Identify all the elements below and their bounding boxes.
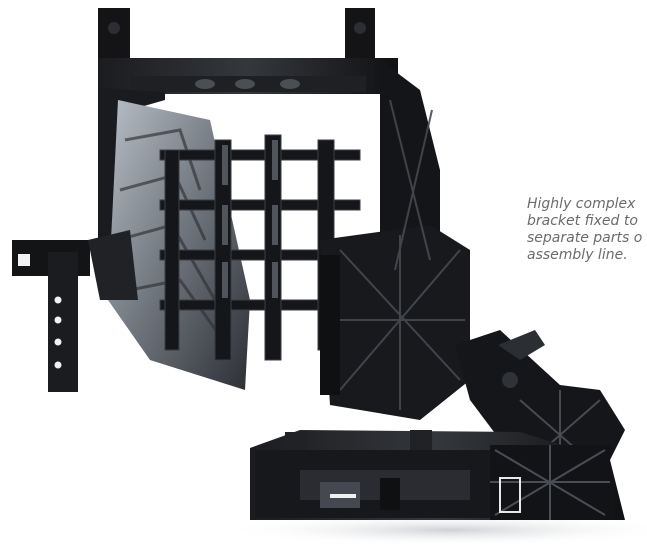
- caption-line-3: separate parts o: [527, 230, 643, 246]
- caption-line-4: assembly line.: [527, 247, 628, 263]
- caption-line-2: bracket fixed to: [527, 213, 638, 229]
- upper-bracket: [12, 8, 470, 420]
- product-caption: Highly complex bracket fixed to separate…: [527, 196, 647, 264]
- floor-shadow: [220, 514, 647, 546]
- lower-tray: [250, 330, 625, 520]
- caption-line-1: Highly complex: [527, 196, 636, 212]
